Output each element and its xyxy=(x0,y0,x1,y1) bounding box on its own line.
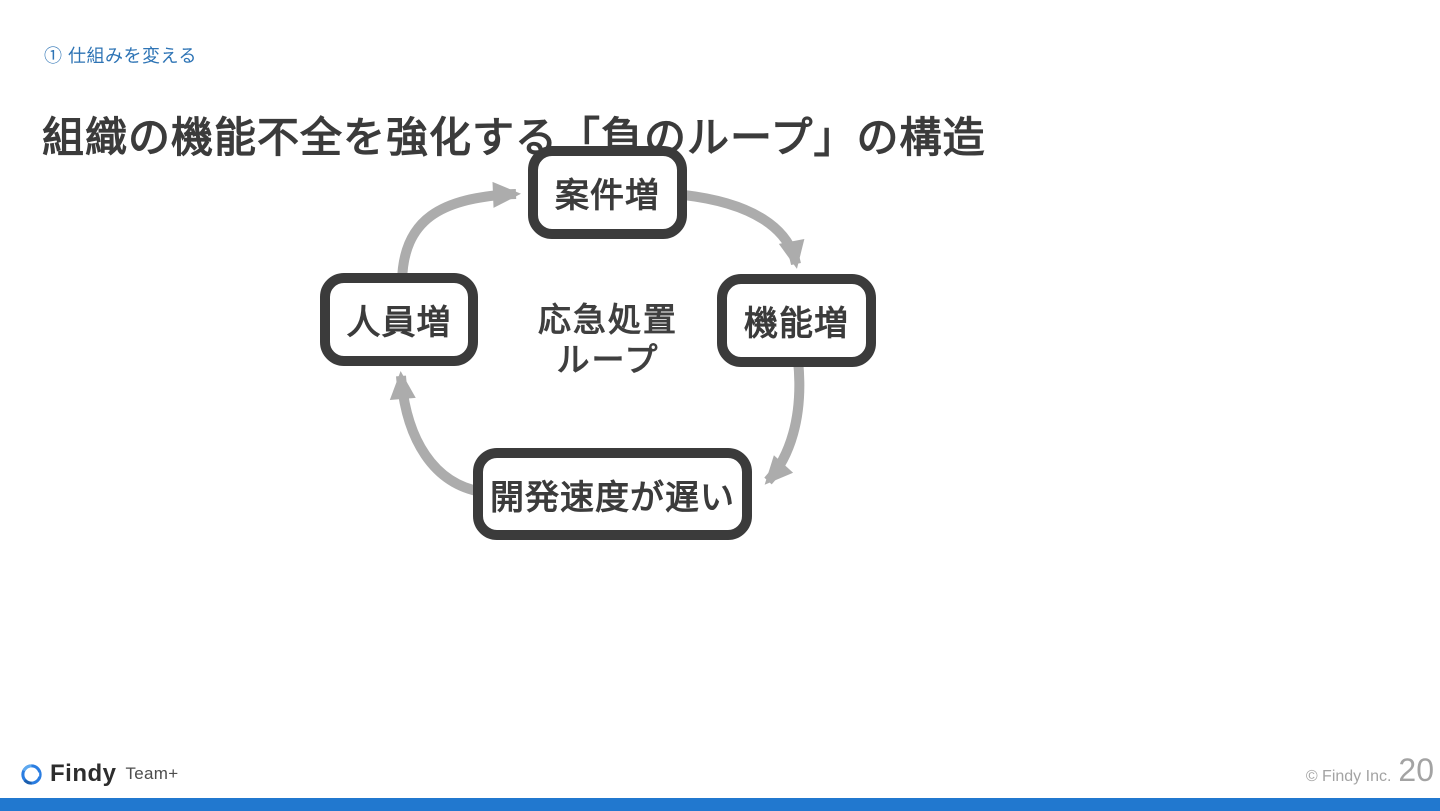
arrow-top-to-right xyxy=(683,190,805,269)
arrow-bottom-to-left xyxy=(389,371,483,497)
loop-center-label-line2: ループ xyxy=(556,341,660,378)
bottom-accent-bar xyxy=(0,798,1440,811)
loop-center-label-line1: 応急処置 xyxy=(538,301,678,338)
footer-right: © Findy Inc. 20 xyxy=(1306,752,1434,789)
node-features-increase: 機能増 xyxy=(717,274,876,367)
arrow-right-to-bottom xyxy=(764,359,805,485)
logo-text-findy: Findy xyxy=(50,760,117,787)
node-headcount-increase: 人員増 xyxy=(320,273,478,366)
findy-teamplus-logo: Findy Team+ xyxy=(20,760,179,788)
page-number: 20 xyxy=(1398,752,1434,788)
findy-logo-icon xyxy=(21,763,42,785)
loop-center-label: 応急処置 ループ xyxy=(498,300,718,380)
logo-text-teamplus: Team+ xyxy=(125,764,179,783)
node-cases-increase: 案件増 xyxy=(528,146,687,239)
page-title: 組織の機能不全を強化する「負のループ」の構造 xyxy=(42,114,986,162)
node-dev-speed-slow: 開発速度が遅い xyxy=(473,448,752,540)
section-tag: ① 仕組みを変える xyxy=(44,46,197,66)
copyright-text: © Findy Inc. xyxy=(1305,768,1392,785)
arrow-left-to-top xyxy=(397,181,521,283)
